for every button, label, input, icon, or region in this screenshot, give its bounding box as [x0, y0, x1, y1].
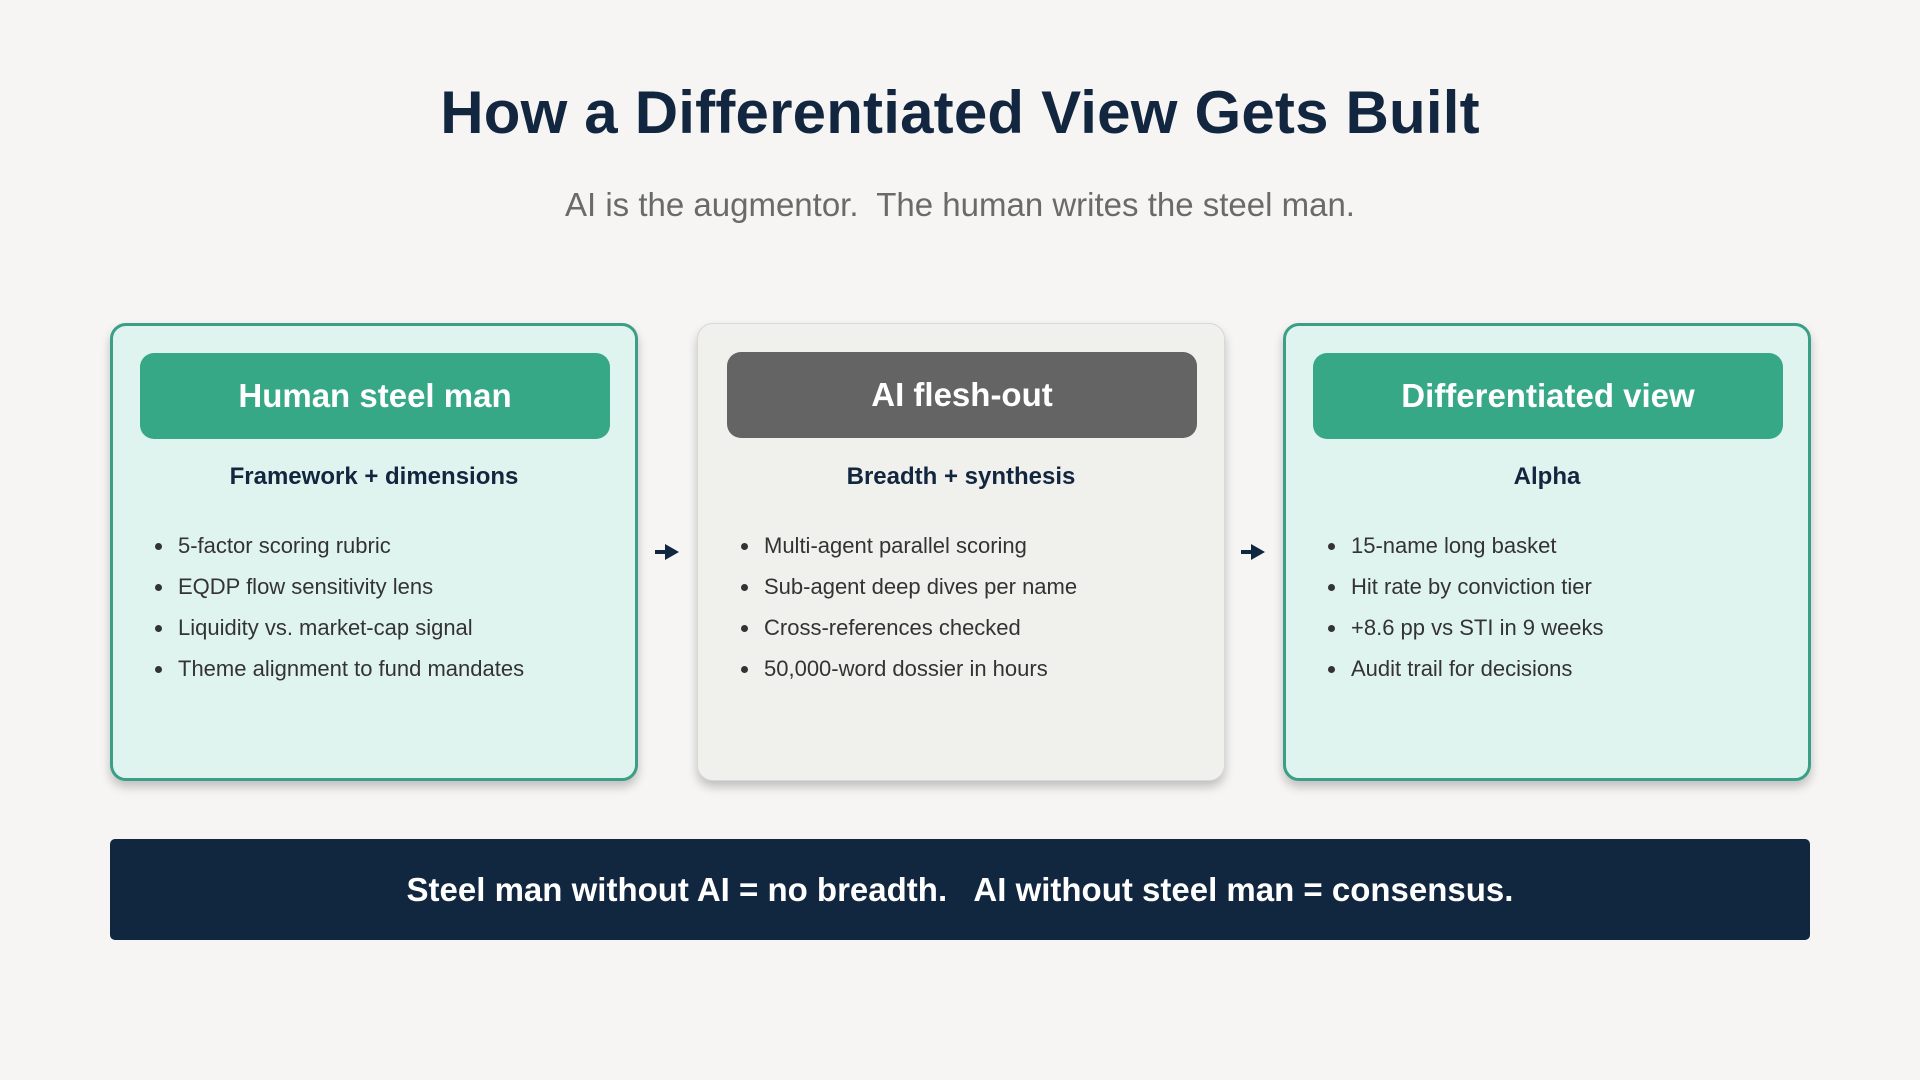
- page-title: How a Differentiated View Gets Built: [440, 79, 1480, 146]
- card-human-steel-man: Human steel man Framework + dimensions 5…: [110, 323, 638, 781]
- card-header: Human steel man: [140, 353, 610, 439]
- arrow-right-icon: [655, 544, 679, 560]
- card-ai-flesh-out: AI flesh-out Breadth + synthesis Multi-a…: [697, 323, 1225, 781]
- list-item: +8.6 pp vs STI in 9 weeks: [1328, 613, 1604, 654]
- card-bullet-list: 5-factor scoring rubric EQDP flow sensit…: [155, 531, 524, 695]
- card-header: AI flesh-out: [727, 352, 1197, 438]
- card-bullet-list: 15-name long basket Hit rate by convicti…: [1328, 531, 1604, 695]
- list-item: 50,000-word dossier in hours: [741, 654, 1077, 695]
- list-item: Cross-references checked: [741, 613, 1077, 654]
- list-item: Theme alignment to fund mandates: [155, 654, 524, 695]
- list-item: Multi-agent parallel scoring: [741, 531, 1077, 572]
- list-item: 5-factor scoring rubric: [155, 531, 524, 572]
- list-item: Audit trail for decisions: [1328, 654, 1604, 695]
- page-subtitle: AI is the augmentor. The human writes th…: [565, 186, 1355, 223]
- card-differentiated-view: Differentiated view Alpha 15-name long b…: [1283, 323, 1811, 781]
- card-header: Differentiated view: [1313, 353, 1783, 439]
- summary-banner: Steel man without AI = no breadth. AI wi…: [110, 839, 1810, 940]
- list-item: Liquidity vs. market-cap signal: [155, 613, 524, 654]
- list-item: Sub-agent deep dives per name: [741, 572, 1077, 613]
- arrow-right-icon: [1241, 544, 1265, 560]
- list-item: 15-name long basket: [1328, 531, 1604, 572]
- card-subheading: Breadth + synthesis: [846, 463, 1076, 490]
- card-subheading: Alpha: [1513, 463, 1581, 490]
- list-item: Hit rate by conviction tier: [1328, 572, 1604, 613]
- list-item: EQDP flow sensitivity lens: [155, 572, 524, 613]
- card-subheading: Framework + dimensions: [229, 463, 519, 490]
- card-bullet-list: Multi-agent parallel scoring Sub-agent d…: [741, 531, 1077, 695]
